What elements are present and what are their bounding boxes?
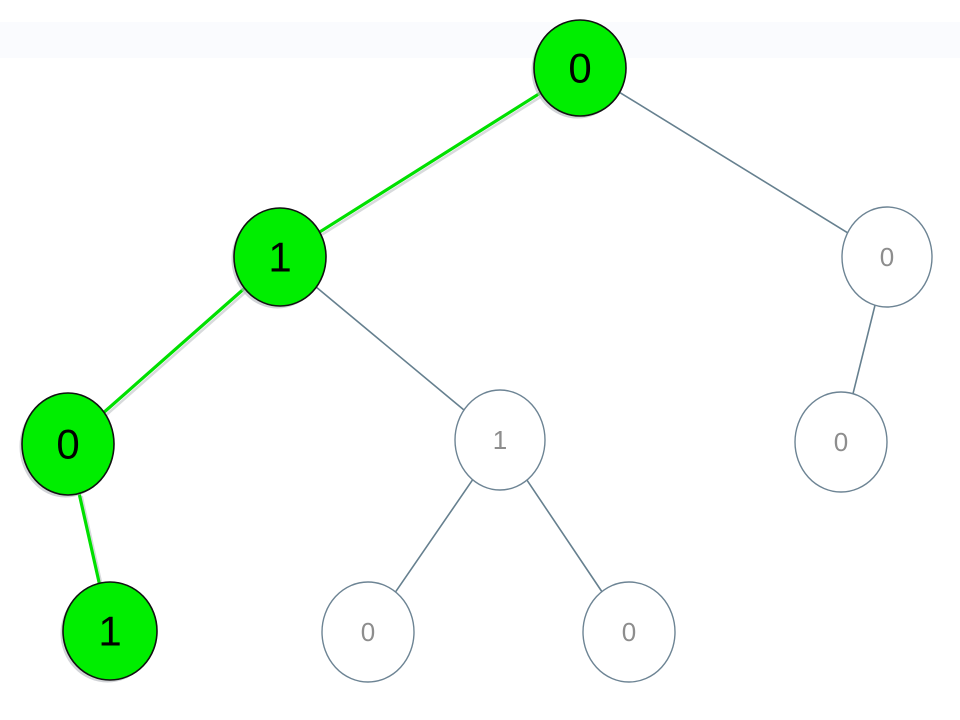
tree-node[interactable]: 1 [454, 389, 546, 491]
tree-edge [618, 91, 849, 234]
node-ellipse[interactable] [321, 581, 415, 683]
tree-node-highlighted[interactable]: 0 [531, 19, 627, 119]
edge-shadow [80, 495, 104, 587]
node-label: 0 [834, 427, 848, 457]
node-ellipse[interactable] [794, 391, 888, 493]
tree-node-highlighted[interactable]: 0 [19, 392, 115, 498]
tree-node-highlighted[interactable]: 1 [60, 581, 158, 683]
node-label: 0 [361, 617, 375, 647]
tree-node[interactable]: 0 [841, 206, 933, 308]
node-label: 0 [568, 45, 591, 92]
edge-shadow [105, 289, 248, 416]
tree-edge [852, 304, 876, 395]
node-label: 0 [56, 421, 79, 468]
top-tint-band [0, 22, 960, 58]
tree-edge-highlighted [77, 491, 101, 585]
node-ellipse[interactable] [533, 19, 627, 117]
edge-layer [77, 91, 876, 593]
tree-node-highlighted[interactable]: 1 [231, 207, 327, 309]
node-ellipse[interactable] [454, 389, 546, 491]
node-ellipse[interactable] [62, 581, 158, 681]
node-label: 0 [622, 617, 636, 647]
node-label: 0 [880, 242, 894, 272]
tree-edge [526, 479, 603, 593]
tree-node[interactable]: 0 [794, 391, 888, 493]
tree-node[interactable]: 0 [582, 581, 676, 683]
node-ellipse[interactable] [582, 581, 676, 683]
node-ellipse[interactable] [841, 206, 933, 308]
tree-edge-highlighted [317, 91, 543, 234]
edge-shadow [321, 94, 544, 236]
tree-edge [394, 478, 474, 593]
tree-edge [315, 286, 465, 411]
tree-edge-highlighted [102, 286, 247, 414]
node-ellipse[interactable] [21, 392, 115, 496]
node-layer: 0 1 0 0 1 0 1 0 0 [19, 19, 933, 683]
tree-node[interactable]: 0 [321, 581, 415, 683]
node-ellipse[interactable] [233, 207, 327, 307]
node-label: 1 [98, 608, 121, 655]
node-label: 1 [493, 425, 507, 455]
node-label: 1 [268, 234, 291, 281]
